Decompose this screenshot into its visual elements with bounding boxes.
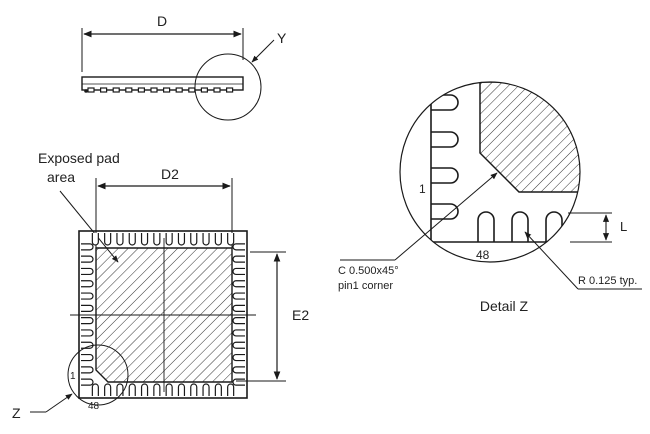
chamfer-label: C 0.500x45° — [338, 265, 399, 277]
exposed-pad-label: Exposed pad — [38, 150, 120, 166]
detail-z-view: 1 48 L C 0.500x45° pin1 corner R 0.125 t… — [338, 81, 642, 314]
chamfer-leader — [394, 172, 498, 261]
lead-pad-left — [81, 304, 94, 312]
lead-pad-top — [165, 233, 173, 246]
lead-pad-left — [81, 243, 94, 251]
lead-pad-right — [232, 255, 245, 263]
detail-lead-pad-left — [431, 203, 459, 220]
detail-z-circle — [67, 344, 129, 406]
dimension-d2-label: D2 — [161, 166, 179, 182]
detail-y-circle — [194, 53, 262, 121]
lead-pad-bottom — [177, 383, 186, 396]
detail-lead-pad-left — [431, 167, 459, 184]
lead-pad-bottom — [214, 383, 222, 396]
lead-pad-bottom — [165, 383, 173, 396]
radius-label: R 0.125 typ. — [578, 275, 637, 287]
lead-pad-top — [177, 233, 186, 246]
lead-pad-right — [232, 353, 245, 362]
side-lead — [125, 87, 133, 93]
lead-pad-right — [232, 317, 245, 325]
detail-exposed-pad — [479, 82, 580, 193]
detail-pin-1-label: 1 — [419, 182, 426, 196]
detail-lead-pad-left — [431, 131, 459, 148]
lead-pad-bottom — [227, 383, 235, 396]
lead-pad-left — [81, 329, 94, 337]
lead-pad-left — [81, 255, 94, 263]
lead-pad-top — [116, 233, 124, 246]
top-pin-48-label: 48 — [88, 401, 100, 412]
lead-pad-top — [214, 233, 222, 246]
side-body — [81, 76, 244, 91]
lead-pad-right — [232, 341, 245, 349]
top-view: Exposed pad area D2 E2 1 48 Z — [12, 150, 309, 421]
side-lead — [175, 87, 183, 93]
side-lead — [188, 87, 196, 93]
lead-pad-top — [227, 233, 235, 246]
lead-pad-right — [232, 280, 245, 288]
lead-pad-right — [232, 329, 245, 337]
dimension-e2-label: E2 — [292, 307, 309, 323]
detail-y-leader — [251, 39, 275, 63]
side-lead — [163, 87, 171, 93]
lead-pad-top — [190, 233, 198, 246]
lead-pad-left — [81, 353, 94, 362]
side-lead — [137, 87, 145, 93]
lead-pad-top — [202, 233, 210, 246]
detail-lead-pad-bottom — [477, 211, 495, 242]
lead-pad-bottom — [140, 383, 149, 396]
lead-pad-top — [140, 233, 149, 246]
lead-pad-right — [232, 378, 245, 386]
exposed-pad-label-area: area — [47, 169, 75, 185]
lead-pad-bottom — [153, 383, 161, 396]
lead-pad-top — [153, 233, 161, 246]
detail-lead-pad-bottom — [511, 211, 529, 242]
detail-z-outline — [399, 81, 581, 263]
lead-pad-right — [232, 267, 245, 276]
lead-pad-bottom — [104, 383, 112, 396]
side-lead — [99, 87, 108, 93]
detail-z-leader — [45, 393, 73, 413]
lead-pad-left — [81, 366, 94, 374]
detail-pin-48-label: 48 — [476, 248, 490, 262]
lead-pad-bottom — [116, 383, 124, 396]
pin1-marker — [84, 89, 88, 93]
lead-pad-right — [232, 304, 245, 312]
side-lead — [226, 87, 234, 93]
lead-pad-right — [232, 366, 245, 374]
lead-pad-right — [232, 292, 245, 300]
dimension-l-label: L — [620, 219, 627, 234]
side-lead — [87, 87, 95, 93]
side-view: D Y — [81, 13, 287, 121]
lead-pad-bottom — [91, 383, 99, 396]
side-lead — [213, 87, 221, 93]
perimeter-lead-pads — [81, 233, 245, 396]
lead-pad-bottom — [128, 383, 136, 396]
side-lead — [200, 87, 208, 93]
detail-z-label: Z — [12, 405, 21, 421]
lead-pad-top — [104, 233, 112, 246]
detail-lead-pad-left — [431, 94, 459, 111]
side-lead-row — [84, 87, 234, 93]
lead-pad-bottom — [190, 383, 198, 396]
radius-leader — [524, 231, 579, 290]
lead-pad-left — [81, 280, 94, 288]
side-lead — [150, 87, 158, 93]
lead-pad-top — [91, 233, 99, 246]
lead-pad-left — [81, 292, 94, 300]
package-body — [78, 230, 248, 399]
lead-pad-left — [81, 317, 94, 325]
detail-y-label: Y — [277, 30, 287, 46]
lead-pad-left — [81, 378, 94, 386]
lead-pad-top — [128, 233, 136, 246]
side-lead — [112, 87, 120, 93]
dimension-d-label: D — [157, 13, 167, 29]
lead-pad-right — [232, 243, 245, 251]
detail-z-title: Detail Z — [480, 298, 529, 314]
lead-pad-left — [81, 267, 94, 276]
lead-pad-bottom — [202, 383, 210, 396]
top-pin-1-label: 1 — [70, 371, 76, 382]
detail-lead-pad-bottom — [545, 211, 563, 242]
chamfer-note: pin1 corner — [338, 280, 393, 292]
